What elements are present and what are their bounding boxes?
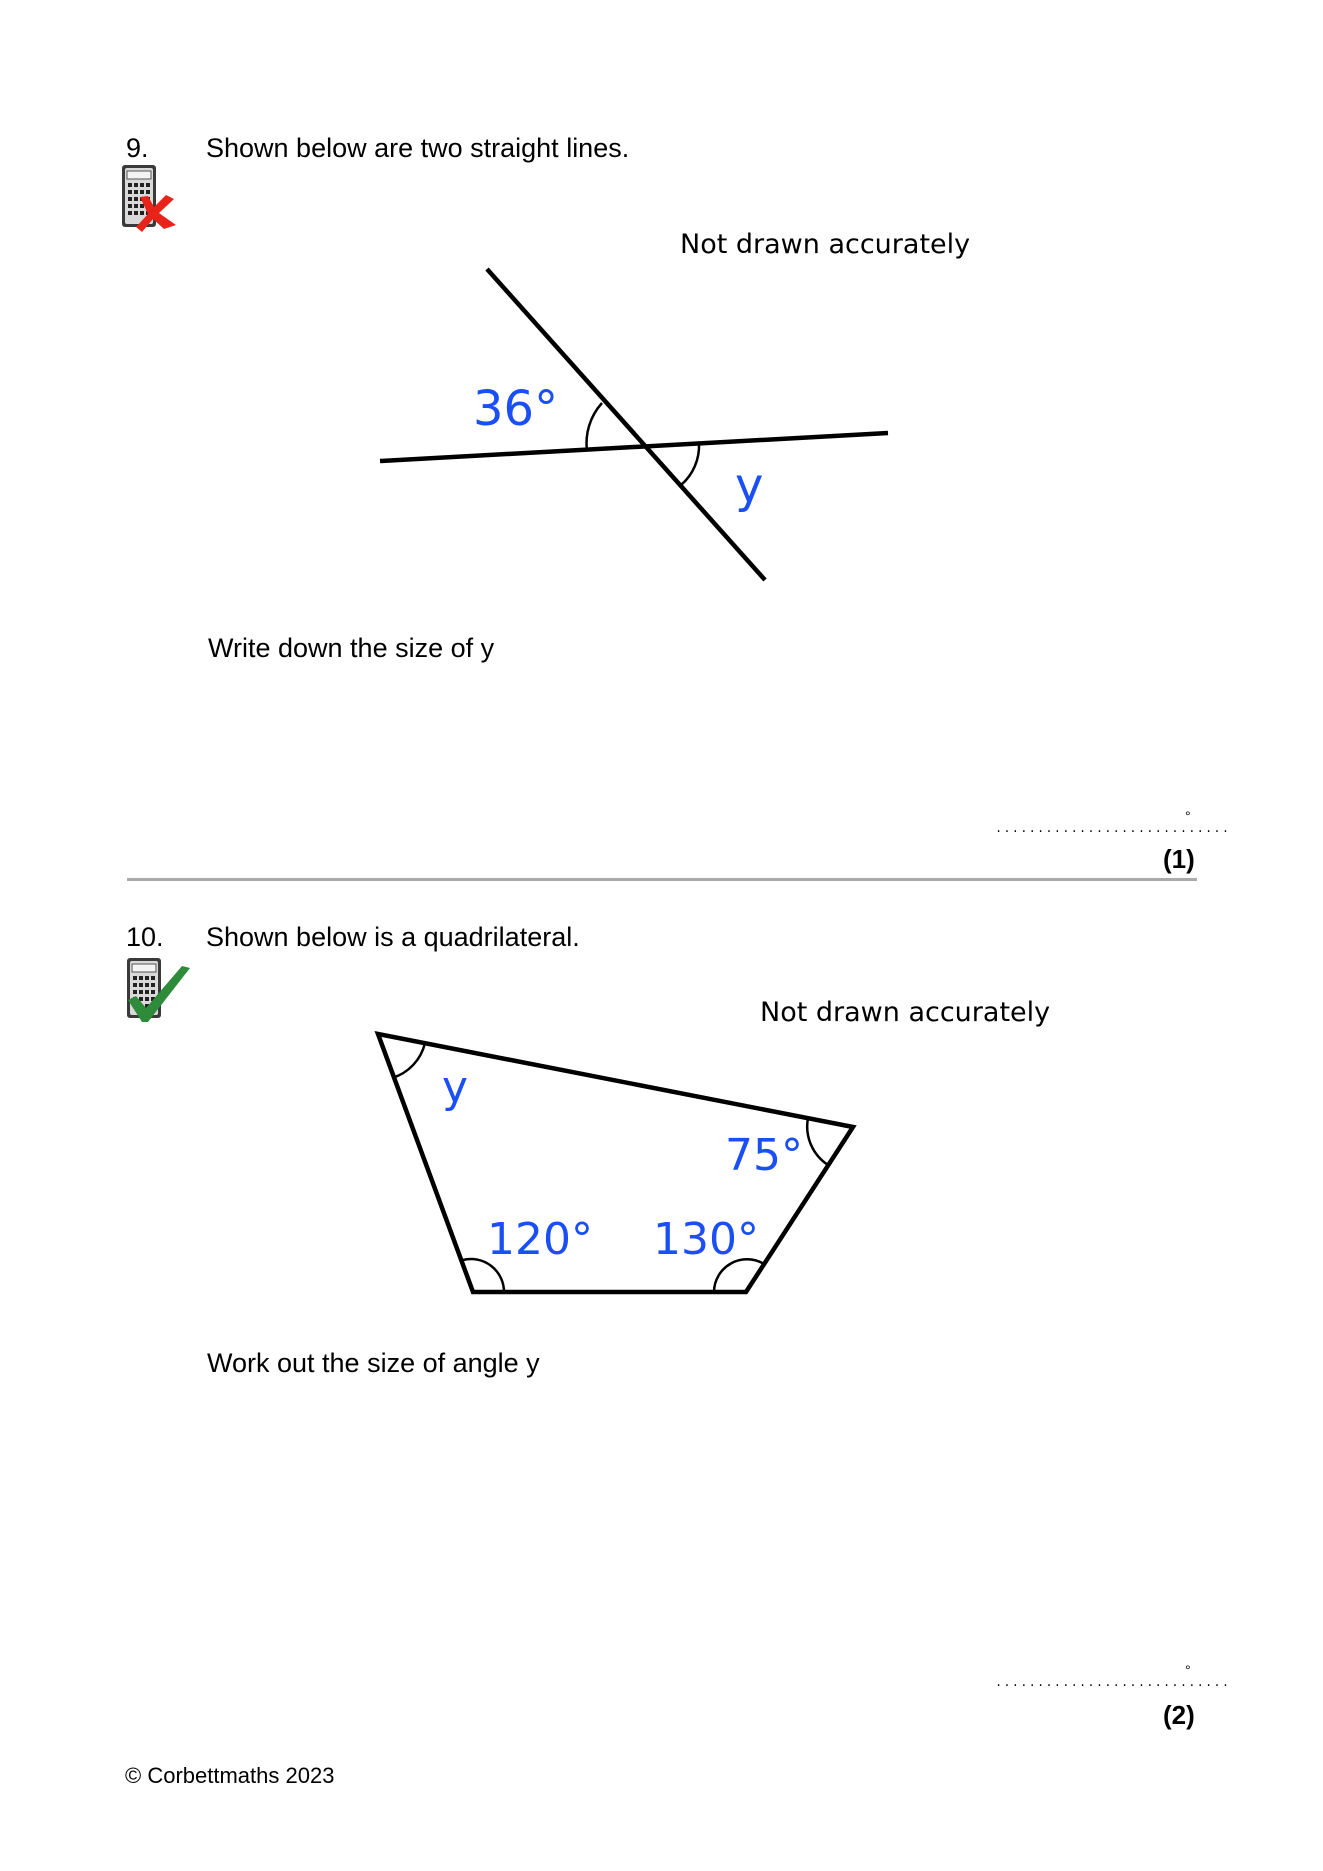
question-10-marks: (2) <box>1163 1700 1195 1730</box>
angle-arc-36 <box>585 402 603 452</box>
quadrilateral-shape <box>374 1031 857 1295</box>
question-9-marks: (1) <box>1163 844 1195 874</box>
copyright-footer: © Corbettmaths 2023 <box>125 1763 335 1788</box>
question-10-prompt: Work out the size of angle y <box>207 1348 540 1378</box>
angle-label-36: 36° <box>473 381 558 437</box>
degree-unit: ° <box>1185 808 1191 824</box>
angle-arc-y <box>391 1042 427 1080</box>
angle-label-y: y <box>442 1062 468 1113</box>
question-9-title: Shown below are two straight lines. <box>206 133 630 163</box>
intersecting-lines-diagram: 36° y <box>379 267 889 582</box>
question-9-answer-field[interactable]: ............................ ° <box>995 808 1229 838</box>
angle-label-130: 130° <box>653 1214 759 1265</box>
question-10-number: 10. <box>126 922 164 952</box>
degree-unit: ° <box>1185 1662 1191 1678</box>
angle-arc-120 <box>462 1257 506 1293</box>
question-9-number: 9. <box>126 133 149 163</box>
not-drawn-accurately-note: Not drawn accurately <box>680 229 971 260</box>
answer-dots: ............................ <box>995 1676 1231 1690</box>
calculator-not-allowed-icon <box>122 165 176 232</box>
quadrilateral-diagram: y 75° 120° 130° <box>374 1031 857 1295</box>
question-9-prompt: Write down the size of y <box>208 633 495 663</box>
calculator-allowed-icon <box>127 958 190 1022</box>
angle-label-75: 75° <box>725 1130 803 1181</box>
angle-label-y: y <box>735 458 763 514</box>
angle-arc-130 <box>712 1258 765 1293</box>
question-10-title: Shown below is a quadrilateral. <box>206 922 580 952</box>
answer-dots: ............................ <box>995 822 1231 836</box>
angle-label-120: 120° <box>487 1214 593 1265</box>
not-drawn-accurately-note: Not drawn accurately <box>760 997 1051 1028</box>
line-diagonal <box>485 267 767 582</box>
question-10-answer-field[interactable]: ............................ ° <box>995 1662 1229 1692</box>
question-separator <box>127 878 1197 881</box>
angle-arc-y <box>680 442 701 486</box>
line-horizontal <box>379 430 889 464</box>
angle-arc-75 <box>806 1117 829 1167</box>
